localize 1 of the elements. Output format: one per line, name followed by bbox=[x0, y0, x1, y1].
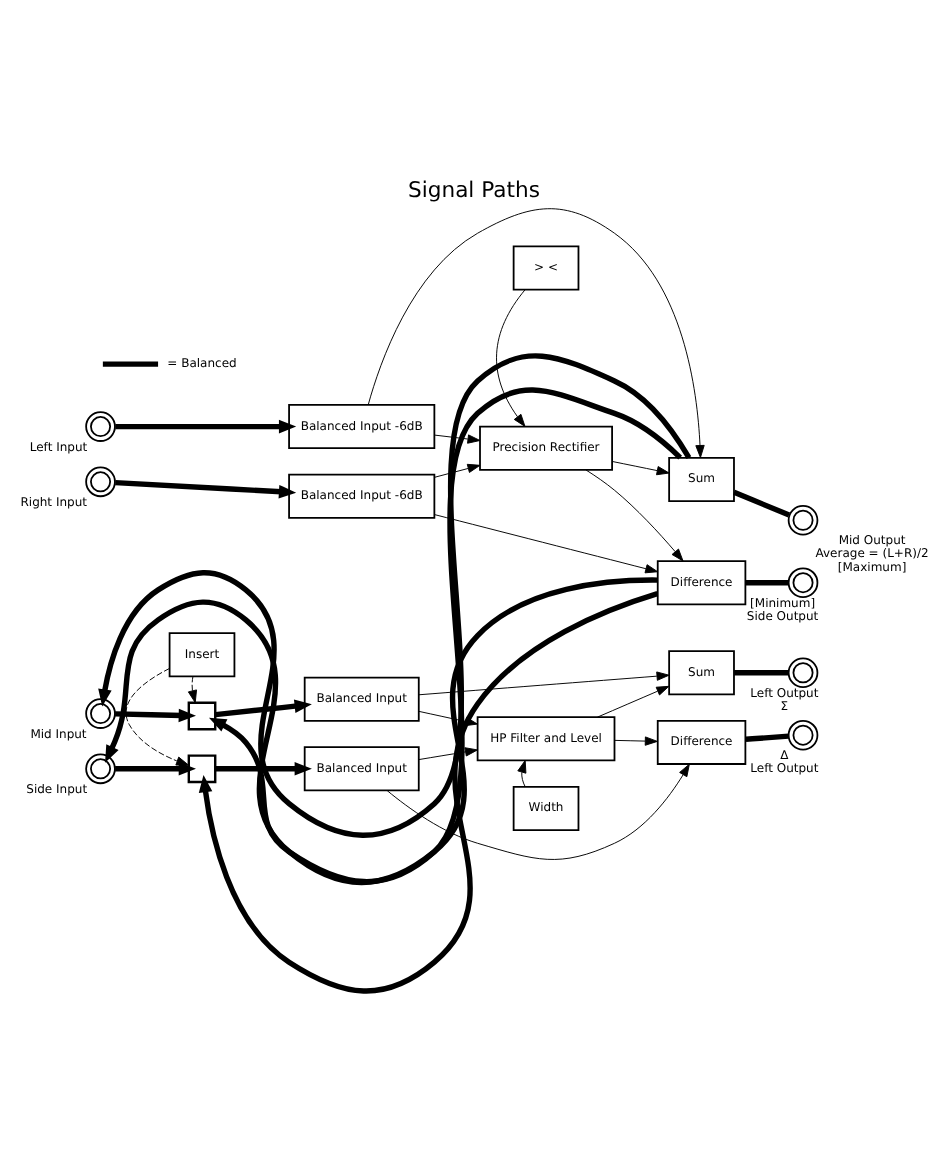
diagram-title: Signal Paths bbox=[408, 175, 540, 202]
